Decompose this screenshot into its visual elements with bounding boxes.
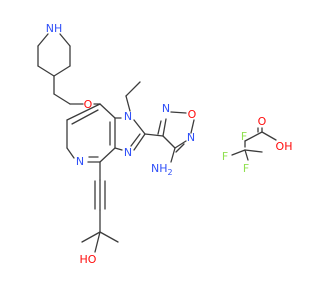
pyridine-ring xyxy=(66,103,116,163)
molecule-drawing: NH O N N N xyxy=(37,22,293,266)
atom-amino: NH2 xyxy=(151,162,173,177)
structure-canvas: NH O N N N xyxy=(37,22,293,266)
atom-n-imid-bottom: N xyxy=(124,146,132,159)
piperidine-ring xyxy=(37,33,71,77)
linker-bonds xyxy=(53,75,84,105)
atom-f-bottom: F xyxy=(243,162,249,175)
atom-oh-acid: OH xyxy=(276,140,293,153)
atom-nh-piperidine: NH xyxy=(46,22,63,35)
tfa-bonds xyxy=(231,127,277,161)
alkyne-chain xyxy=(81,161,119,253)
atom-o-ether: O xyxy=(84,98,93,111)
atom-f-top: F xyxy=(241,130,247,143)
atom-n-oxa-left: N xyxy=(162,102,170,115)
atom-ho-alkyne: HO xyxy=(80,253,97,266)
atom-n-oxa-right: N xyxy=(187,131,195,144)
atom-o-carbonyl: O xyxy=(258,115,267,128)
atom-f-left: F xyxy=(222,150,228,163)
atom-n-imid-top: N xyxy=(124,110,132,123)
ethyl-group xyxy=(125,81,141,112)
oxadiazole-ring xyxy=(144,111,195,153)
atom-o-oxa: O xyxy=(188,108,197,121)
bond-amino xyxy=(170,147,176,163)
atom-n-pyridine: N xyxy=(76,155,84,168)
imidazole-ring xyxy=(114,117,146,151)
